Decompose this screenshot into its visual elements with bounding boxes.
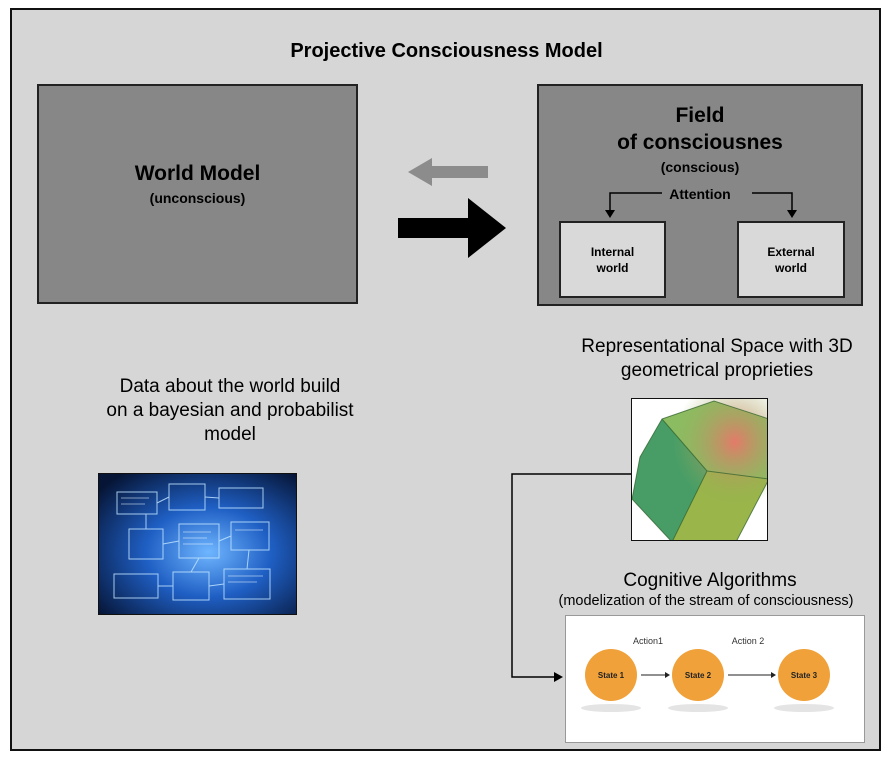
external-world-label-2: world xyxy=(775,260,807,275)
world-model-title: World Model xyxy=(134,162,261,185)
field-subtitle: (conscious) xyxy=(660,159,740,175)
internal-world-box: Internal world xyxy=(559,221,666,298)
action-1-label: Action1 xyxy=(633,636,663,646)
state-2-shadow xyxy=(668,704,728,712)
state-3-shadow xyxy=(774,704,834,712)
data-network-image xyxy=(98,473,297,615)
attention-label: Attention xyxy=(669,186,731,202)
state-2-label: State 2 xyxy=(685,671,712,680)
3d-cube-image xyxy=(631,398,768,541)
state-3-label: State 3 xyxy=(791,671,818,680)
data-description-line3: model xyxy=(204,424,256,445)
representational-space-line1: Representational Space with 3D xyxy=(581,336,853,357)
state-transition-panel: State 1 State 2 State 3 Action1 Action 2 xyxy=(565,615,865,743)
state-2-node xyxy=(672,649,724,701)
data-description-line1: Data about the world build xyxy=(119,376,341,397)
diagram-title: Projective Consciousness Model xyxy=(290,40,603,62)
internal-world-label-2: world xyxy=(596,260,629,275)
external-world-box: External world xyxy=(737,221,845,298)
field-title-line1: Field xyxy=(675,104,725,127)
state-3-node xyxy=(778,649,830,701)
data-description-line2: on a bayesian and probabilist xyxy=(106,400,354,421)
data-description: Data about the world build on a bayesian… xyxy=(60,375,400,447)
world-model-box xyxy=(37,84,358,304)
action-2-label: Action 2 xyxy=(732,636,765,646)
cognitive-algorithms-subtitle: (modelization of the stream of conscious… xyxy=(558,593,854,609)
attention-left-connector xyxy=(609,192,662,212)
state-1-shadow xyxy=(581,704,641,712)
cube-to-states-arrowhead-icon xyxy=(554,672,563,682)
state-1-label: State 1 xyxy=(598,671,625,680)
feedback-arrow-icon xyxy=(408,158,488,186)
state-1-node xyxy=(585,649,637,701)
projection-arrow-icon xyxy=(398,198,506,258)
representational-space-line2: geometrical proprieties xyxy=(620,360,814,381)
attention-right-arrowhead-icon xyxy=(787,210,797,218)
field-title-line2: of consciousnes xyxy=(617,131,783,154)
cognitive-algorithms-title: Cognitive Algorithms xyxy=(623,570,797,591)
attention-right-connector xyxy=(752,192,793,212)
external-world-label-1: External xyxy=(767,244,815,259)
representational-space-label: Representational Space with 3D geometric… xyxy=(562,335,872,383)
internal-world-label-1: Internal xyxy=(590,244,635,259)
attention-left-arrowhead-icon xyxy=(605,210,615,218)
cube-to-states-connector xyxy=(511,473,631,678)
world-model-subtitle: (unconscious) xyxy=(149,190,246,206)
action-2-arrowhead-icon xyxy=(771,672,776,678)
action-1-arrowhead-icon xyxy=(665,672,670,678)
